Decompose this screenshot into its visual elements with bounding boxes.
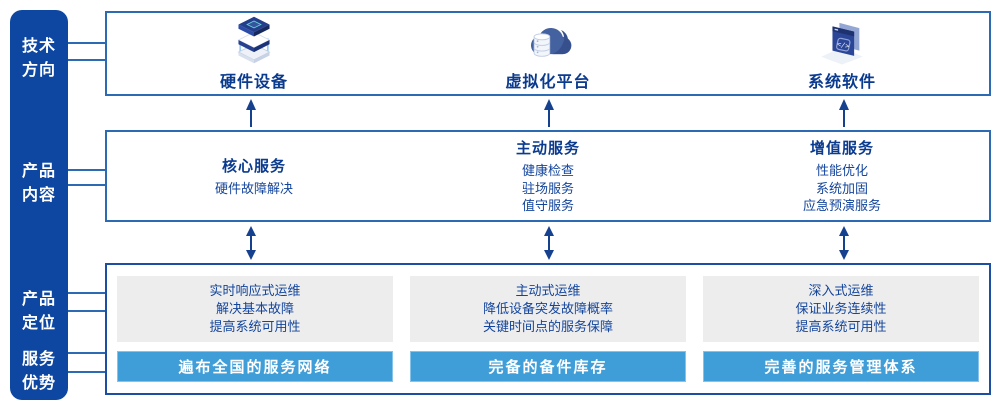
positioning-point: 关键时间点的服务保障 bbox=[482, 319, 613, 334]
tech-label-virtualization: 虚拟化平台 bbox=[505, 74, 591, 91]
code-window-icon: </> bbox=[816, 15, 868, 65]
product-positioning-box: 实时响应式运维 解决基本故障 提高系统可用性 遍布全国的服务网络 主动式运维 降… bbox=[105, 263, 991, 395]
advantage-banner: 完备的备件库存 bbox=[410, 351, 686, 382]
positioning-point: 降低设备突发故障概率 bbox=[482, 301, 613, 316]
product-content-box: 核心服务 硬件故障解决 主动服务 健康检查 驻场服务 值守服务 增值服务 性能优… bbox=[105, 130, 991, 222]
advantage-banner: 遍布全国的服务网络 bbox=[117, 351, 393, 382]
service-title: 主动服务 bbox=[515, 140, 580, 158]
connector-line bbox=[68, 310, 107, 312]
sidebar-item-product-content: 产品 内容 bbox=[10, 160, 68, 208]
positioning-point: 保证业务连续性 bbox=[795, 301, 887, 316]
positioning-point: 解决基本故障 bbox=[215, 301, 294, 316]
sidebar-item-product-positioning: 产品 定位 bbox=[10, 288, 68, 336]
arrow-up-down-icon bbox=[542, 226, 556, 260]
service-item: 值守服务 bbox=[521, 198, 574, 214]
server-stack-icon bbox=[228, 15, 280, 65]
service-item: 应急预演服务 bbox=[802, 198, 881, 214]
positioning-col-realtime: 实时响应式运维 解决基本故障 提高系统可用性 遍布全国的服务网络 bbox=[117, 276, 393, 382]
service-title: 核心服务 bbox=[221, 157, 286, 175]
service-item: 系统加固 bbox=[815, 180, 868, 196]
connector-line bbox=[68, 184, 107, 186]
service-item: 驻场服务 bbox=[521, 180, 574, 196]
tech-col-software: </> 系统软件 bbox=[695, 13, 989, 94]
positioning-panel: 深入式运维 保证业务连续性 提高系统可用性 bbox=[703, 276, 979, 342]
service-col-value-added: 增值服务 性能优化 系统加固 应急预演服务 bbox=[695, 132, 989, 220]
sidebar-label-line: 技术 bbox=[21, 38, 56, 55]
connector-line bbox=[68, 169, 107, 171]
positioning-panel: 实时响应式运维 解决基本故障 提高系统可用性 bbox=[117, 276, 393, 342]
advantage-banner: 完善的服务管理体系 bbox=[703, 351, 979, 382]
sidebar-item-tech-direction: 技术 方向 bbox=[10, 35, 68, 83]
sidebar-label-line: 定位 bbox=[21, 315, 56, 332]
sidebar-label-line: 方向 bbox=[21, 62, 56, 79]
tech-direction-box: 硬件设备 虚拟化平台 bbox=[105, 11, 991, 96]
sidebar-label-line: 产品 bbox=[21, 163, 56, 180]
connector-line bbox=[68, 371, 107, 373]
connector-line bbox=[68, 292, 107, 294]
connector-line bbox=[68, 59, 107, 61]
positioning-point: 提高系统可用性 bbox=[795, 319, 887, 334]
sidebar-item-service-advantage: 服务 优势 bbox=[10, 348, 68, 396]
tech-col-hardware: 硬件设备 bbox=[107, 13, 401, 94]
sidebar-label-line: 内容 bbox=[21, 187, 56, 204]
sidebar-label-line: 产品 bbox=[21, 291, 56, 308]
sidebar-label-line: 服务 bbox=[21, 351, 56, 368]
tech-label-software: 系统软件 bbox=[807, 74, 876, 91]
positioning-panel: 主动式运维 降低设备突发故障概率 关键时间点的服务保障 bbox=[410, 276, 686, 342]
service-item: 健康检查 bbox=[521, 163, 574, 179]
positioning-col-deep: 深入式运维 保证业务连续性 提高系统可用性 完善的服务管理体系 bbox=[703, 276, 979, 382]
arrow-up-icon bbox=[542, 99, 556, 128]
positioning-point: 深入式运维 bbox=[808, 283, 874, 298]
sidebar-label-line: 优势 bbox=[21, 375, 56, 392]
service-item: 性能优化 bbox=[815, 163, 868, 179]
positioning-col-proactive: 主动式运维 降低设备突发故障概率 关键时间点的服务保障 完备的备件库存 bbox=[410, 276, 686, 382]
arrow-up-down-icon bbox=[837, 226, 851, 260]
service-col-proactive: 主动服务 健康检查 驻场服务 值守服务 bbox=[401, 132, 695, 220]
connector-line bbox=[68, 352, 107, 354]
connector-line bbox=[68, 42, 107, 44]
arrow-up-down-icon bbox=[244, 226, 258, 260]
service-title: 增值服务 bbox=[809, 140, 874, 158]
positioning-point: 主动式运维 bbox=[515, 283, 581, 298]
tech-label-hardware: 硬件设备 bbox=[219, 74, 288, 91]
positioning-point: 提高系统可用性 bbox=[209, 319, 301, 334]
positioning-point: 实时响应式运维 bbox=[209, 283, 301, 298]
arrow-up-icon bbox=[837, 99, 851, 128]
service-item: 硬件故障解决 bbox=[214, 180, 293, 196]
sidebar: 技术 方向 产品 内容 产品 定位 服务 优势 bbox=[10, 10, 68, 400]
svg-text:</>: </> bbox=[836, 40, 850, 50]
arrow-up-icon bbox=[244, 99, 258, 128]
service-col-core: 核心服务 硬件故障解决 bbox=[107, 132, 401, 220]
cloud-database-icon bbox=[522, 15, 574, 65]
tech-col-virtualization: 虚拟化平台 bbox=[401, 13, 695, 94]
